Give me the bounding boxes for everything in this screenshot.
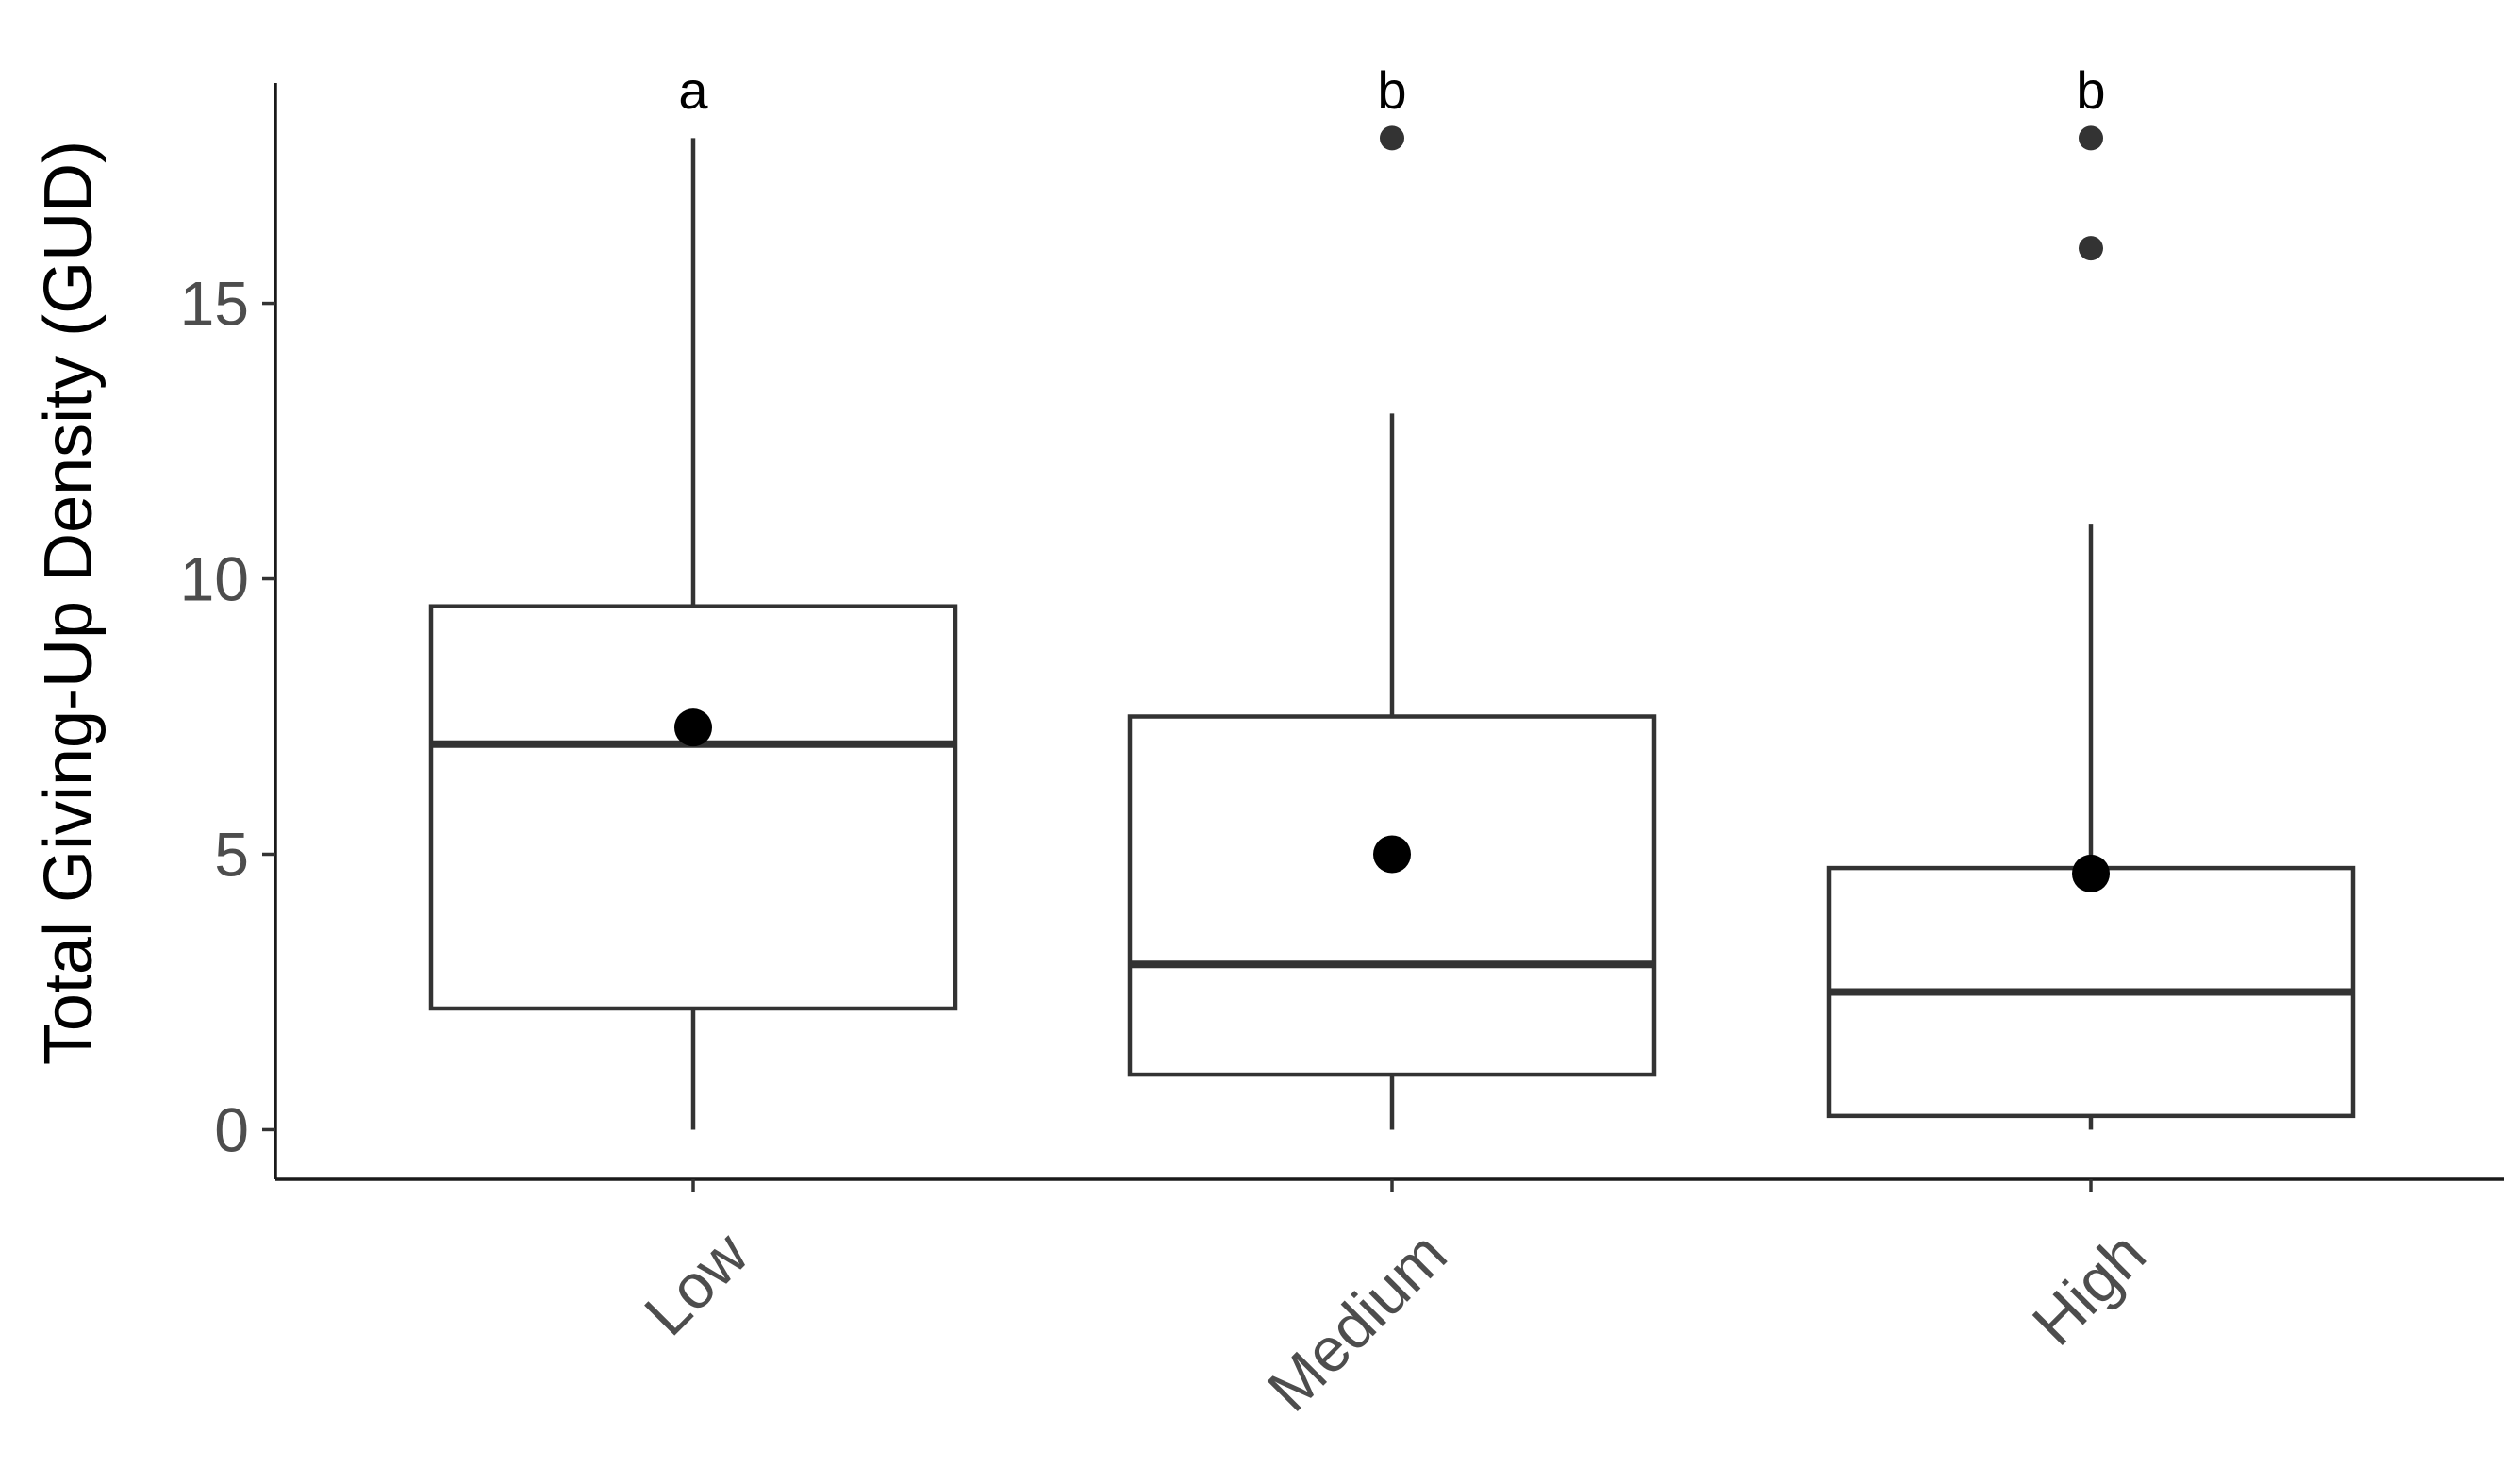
axes <box>274 83 2504 1181</box>
x-tick-label: Low <box>631 1218 761 1348</box>
x-axis-ticks: Low Medium High <box>631 1179 2159 1425</box>
box-group-low: a <box>428 60 958 1130</box>
y-axis-title: Total Giving-Up Density (GUD) <box>31 141 107 1065</box>
outlier-point <box>1380 125 1404 151</box>
x-tick-label: High <box>2019 1219 2159 1359</box>
mean-point <box>674 708 712 747</box>
significance-label: a <box>678 60 708 120</box>
mean-point <box>1373 835 1411 874</box>
mean-point <box>2072 854 2110 892</box>
outlier-point <box>2079 236 2103 261</box>
iqr-box <box>428 604 958 1011</box>
outlier-point <box>2079 125 2103 151</box>
significance-label: b <box>1377 60 1406 120</box>
y-tick-label: 0 <box>214 1094 249 1164</box>
y-axis-ticks: 0 5 10 15 <box>180 269 275 1164</box>
iqr-box <box>1127 714 1657 1077</box>
y-tick-label: 5 <box>214 819 249 889</box>
box-group-medium: b <box>1127 60 1657 1130</box>
box-group-high: b <box>1826 60 2356 1130</box>
x-tick-label: Medium <box>1254 1219 1460 1425</box>
y-tick-label: 10 <box>180 544 249 614</box>
y-tick-label: 15 <box>180 269 249 339</box>
significance-label: b <box>2076 60 2105 120</box>
